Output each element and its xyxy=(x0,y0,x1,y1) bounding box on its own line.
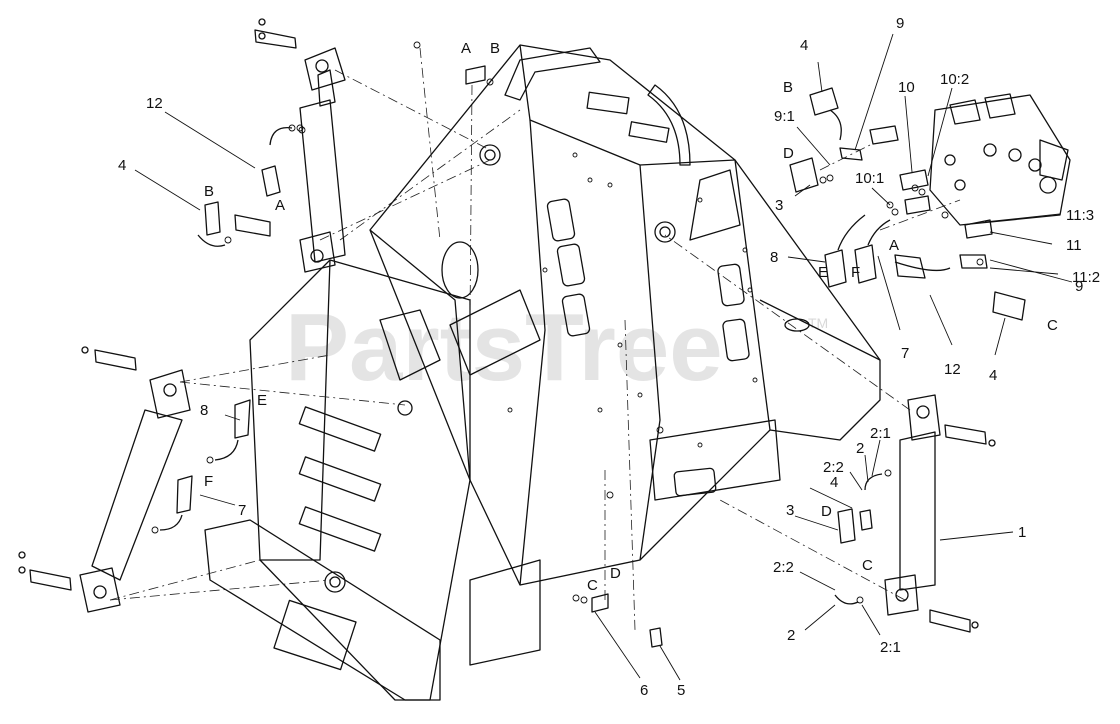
callout-8: 8 xyxy=(770,249,778,266)
letter-e: E xyxy=(818,264,828,281)
letter-a: A xyxy=(461,40,471,57)
letter-b: B xyxy=(204,183,214,200)
callout-10-1: 10:1 xyxy=(855,170,884,187)
callout-4: 4 xyxy=(800,37,808,54)
letter-c: C xyxy=(587,577,598,594)
callout-5: 5 xyxy=(677,682,685,699)
callout-2: 2 xyxy=(856,440,864,457)
hydraulic-cylinder-left xyxy=(18,346,191,613)
callout-8: 8 xyxy=(200,402,208,419)
letter-c: C xyxy=(1047,317,1058,334)
callout-11: 11 xyxy=(1066,237,1082,254)
callout-labels: 1 2 2 2:1 2:1 2:2 2:2 3 3 4 4 4 4 5 6 7 … xyxy=(118,15,1100,699)
letter-d: D xyxy=(821,503,832,520)
leader-lines xyxy=(134,33,1073,681)
callout-2-1: 2:1 xyxy=(870,425,891,442)
letter-a: A xyxy=(275,197,285,214)
callout-2-1: 2:1 xyxy=(880,639,901,656)
callout-7: 7 xyxy=(901,345,909,362)
letter-e: E xyxy=(257,392,267,409)
callout-3: 3 xyxy=(786,502,794,519)
callout-10-2: 10:2 xyxy=(940,71,969,88)
letter-b: B xyxy=(490,40,500,57)
callout-7: 7 xyxy=(238,502,246,519)
letter-d: D xyxy=(610,565,621,582)
callout-1: 1 xyxy=(1018,524,1026,541)
letter-f: F xyxy=(851,264,860,281)
control-valve xyxy=(929,93,1071,226)
connection-letters: A B A B B D A C E F E F D C C D xyxy=(204,40,1058,594)
hydraulic-cylinder-top-left xyxy=(254,18,346,273)
callout-6: 6 xyxy=(640,682,648,699)
hydraulic-cylinder-right xyxy=(884,394,996,633)
callout-2-2: 2:2 xyxy=(773,559,794,576)
assembly-lines xyxy=(109,47,961,631)
callout-2-2: 2:2 xyxy=(823,459,844,476)
callout-4: 4 xyxy=(989,367,997,384)
callout-4: 4 xyxy=(118,157,126,174)
letter-b: B xyxy=(783,79,793,96)
letter-f: F xyxy=(204,473,213,490)
callout-11-2: 11:2 xyxy=(1072,269,1100,286)
callout-12: 12 xyxy=(944,361,961,378)
letter-d: D xyxy=(783,145,794,162)
callout-10: 10 xyxy=(898,79,915,96)
callout-9: 9 xyxy=(1075,278,1083,295)
callout-11-3: 11:3 xyxy=(1066,207,1094,224)
letter-a: A xyxy=(889,237,899,254)
callout-9: 9 xyxy=(896,15,904,32)
main-frame xyxy=(204,44,881,701)
callout-4: 4 xyxy=(830,474,838,491)
watermark: PartsTree xyxy=(285,294,723,401)
letter-c: C xyxy=(862,557,873,574)
callout-9-1: 9:1 xyxy=(774,108,795,125)
fittings xyxy=(151,41,1026,648)
callout-12: 12 xyxy=(146,95,163,112)
callout-2: 2 xyxy=(787,627,795,644)
callout-3: 3 xyxy=(775,197,783,214)
